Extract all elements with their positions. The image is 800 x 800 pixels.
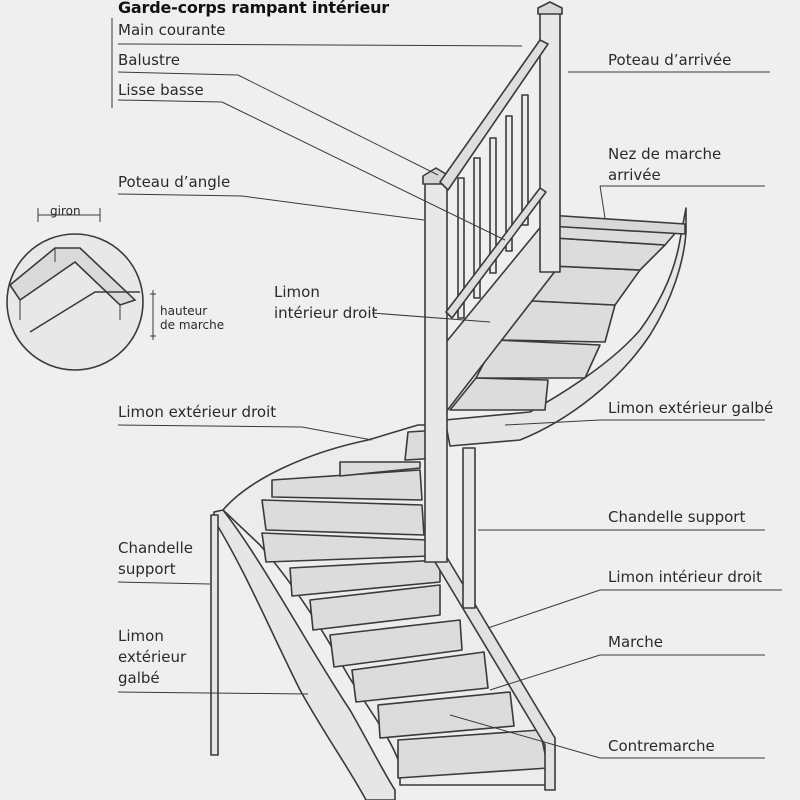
label-limon-exterieur-galbe-right: Limon extérieur galbé bbox=[608, 399, 774, 417]
label-nez-de-marche: Nez de marche arrivée bbox=[608, 145, 722, 184]
handrail bbox=[439, 39, 549, 191]
label-marche: Marche bbox=[608, 633, 663, 651]
lower-curved-stringer bbox=[213, 509, 396, 800]
label-main-courante: Main courante bbox=[118, 21, 226, 39]
label-limon-interieur-droit-lower: Limon intérieur droit bbox=[608, 568, 762, 586]
left-support-post bbox=[210, 514, 219, 756]
balusters bbox=[457, 94, 529, 319]
label-balustre: Balustre bbox=[118, 51, 180, 69]
leader-lines bbox=[111, 18, 782, 759]
bottom-rail bbox=[445, 187, 547, 319]
upper-curved-stringer bbox=[444, 207, 687, 447]
inset-hauteur-label: hauteur de marche bbox=[160, 304, 225, 332]
label-poteau-arrivee: Poteau d’arrivée bbox=[608, 51, 732, 69]
label-limon-exterieur-droit: Limon extérieur droit bbox=[118, 403, 277, 421]
label-chandelle-support-right: Chandelle support bbox=[608, 508, 746, 526]
label-contremarche: Contremarche bbox=[608, 737, 715, 755]
diagram-title: Garde-corps rampant intérieur bbox=[118, 0, 389, 17]
label-limon-interieur-droit-upper: Limon intérieur droit bbox=[274, 283, 378, 322]
lower-steps bbox=[261, 429, 549, 779]
label-limon-exterieur-galbe-left: Limon extérieur galbé bbox=[118, 627, 187, 687]
inset-giron-label: giron bbox=[50, 204, 81, 218]
center-support-post bbox=[462, 447, 476, 609]
label-chandelle-support-left: Chandelle support bbox=[118, 539, 193, 578]
inset-detail bbox=[6, 208, 156, 371]
label-lisse-basse: Lisse basse bbox=[118, 81, 204, 99]
corner-post bbox=[424, 181, 448, 563]
label-poteau-angle: Poteau d’angle bbox=[118, 173, 231, 191]
